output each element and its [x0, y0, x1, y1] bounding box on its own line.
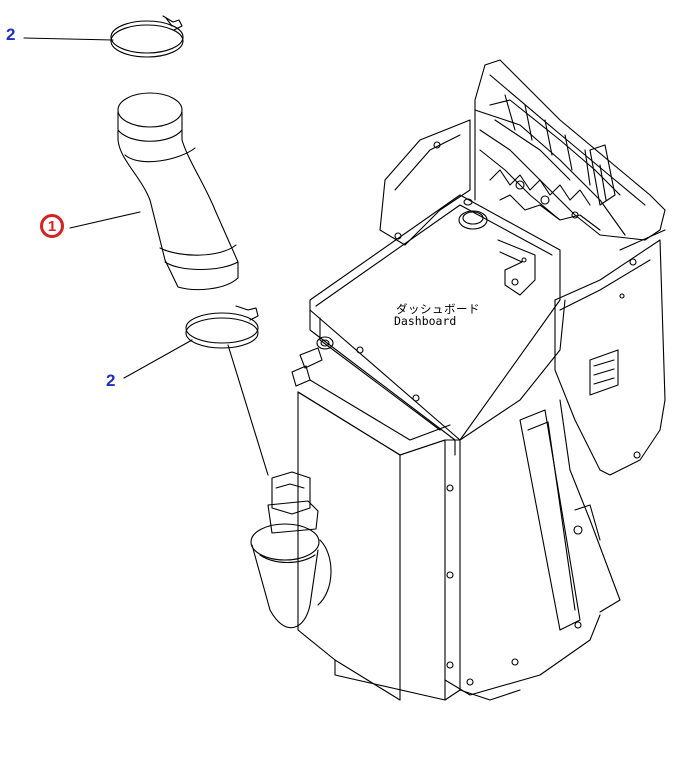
dashboard-body: [291, 194, 621, 701]
callout-hose-highlighted: 1: [40, 214, 64, 238]
dashboard-label-english: Dashboard: [394, 314, 457, 328]
lower-duct-part: [250, 471, 332, 629]
top-clamp-part: [110, 15, 184, 58]
callout-clamp-bottom: 2: [106, 371, 116, 390]
dashboard-label-japanese: ダッシュボード: [396, 302, 480, 316]
instrument-panel: [379, 59, 666, 476]
air-hose-part: [117, 92, 239, 291]
bottom-clamp-part: [185, 305, 259, 349]
callout-clamp-top: 2: [6, 25, 16, 44]
leader-lines: [23, 37, 269, 476]
